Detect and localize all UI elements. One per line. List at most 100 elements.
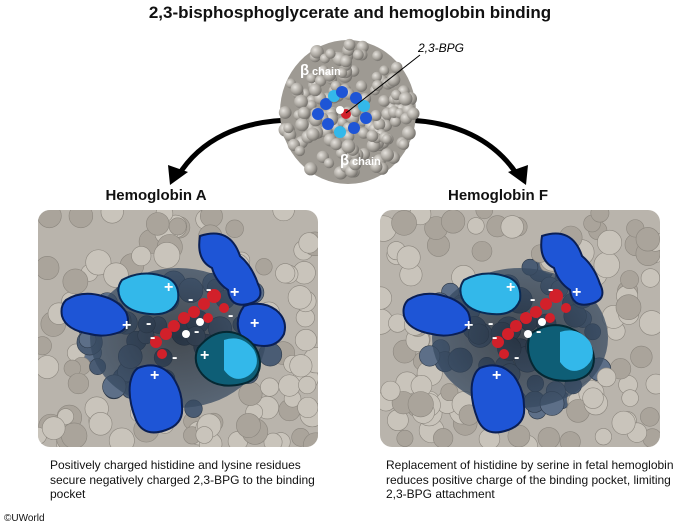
atom-sphere — [85, 249, 112, 276]
histidine-residue-right-lower — [194, 330, 262, 387]
positive-charges: + + + + + + — [122, 279, 259, 384]
atom-sphere — [380, 148, 394, 162]
caption-hemoglobin-f: Replacement of histidine by serine in fe… — [386, 458, 674, 501]
atom-sphere — [590, 210, 610, 223]
atom-sphere — [294, 94, 308, 109]
minus-charge: - — [492, 329, 497, 346]
atom-sphere — [500, 215, 524, 239]
negative-charges: - - - - - - - — [146, 281, 233, 366]
atom-sphere — [611, 410, 636, 435]
lysine-residue-left — [402, 292, 471, 337]
atom-sphere — [294, 145, 306, 157]
atom-sphere — [398, 91, 413, 106]
panel-hemoglobin-a: + + + + + + - - - - - - - — [38, 210, 318, 447]
atom-sphere — [330, 138, 343, 151]
atom-sphere — [297, 396, 318, 419]
chain-word: chain — [352, 156, 381, 168]
atom-sphere — [38, 355, 60, 379]
atom-sphere — [352, 49, 364, 61]
bpg-molecule — [150, 289, 229, 359]
atom-sphere — [398, 138, 410, 150]
atom-sphere — [289, 354, 313, 378]
binding-pocket-blue — [312, 86, 372, 138]
atom-sphere — [306, 73, 317, 84]
atom-sphere — [278, 374, 301, 397]
atom-sphere — [372, 79, 384, 91]
atom-sphere — [355, 80, 368, 92]
beta-symbol: β — [340, 152, 349, 169]
atom-sphere — [108, 427, 135, 447]
minus-charge: - — [146, 315, 151, 332]
serine-residue-right — [527, 324, 596, 382]
lysine-residue-top-right — [540, 232, 604, 306]
arrow-to-hemoglobin-f — [399, 117, 521, 178]
atom-sphere — [272, 210, 295, 222]
atom-sphere — [630, 345, 653, 369]
atom-sphere — [38, 336, 52, 356]
atom-sphere — [67, 372, 90, 395]
atom-sphere — [153, 242, 181, 269]
atom-sphere — [297, 106, 311, 119]
atom-sphere — [597, 229, 623, 255]
atom-sphere — [390, 115, 402, 127]
tetramer-structure — [278, 38, 421, 184]
lysine-residue-left — [60, 292, 129, 337]
atom-sphere — [88, 411, 113, 436]
atom-sphere — [295, 117, 309, 132]
atom-sphere — [195, 426, 214, 444]
atom-sphere — [343, 130, 355, 143]
atom-sphere — [41, 416, 66, 440]
atom-sphere — [304, 162, 318, 176]
atom-sphere — [373, 118, 386, 131]
bpg-label: 2,3-BPG — [417, 41, 464, 55]
atom-sphere — [309, 83, 322, 97]
atom-sphere — [287, 285, 312, 310]
atom-sphere — [283, 122, 294, 134]
atom-sphere — [640, 268, 660, 288]
atom-sphere — [366, 130, 379, 142]
plus-charge: + — [164, 279, 173, 296]
atom-sphere — [310, 45, 324, 59]
atom-sphere — [407, 391, 434, 418]
heading-hemoglobin-a: Hemoglobin A — [105, 187, 207, 204]
plus-charge: + — [250, 315, 259, 332]
plus-charge: + — [230, 284, 239, 301]
arrowhead-right-icon — [508, 165, 528, 185]
atom-sphere — [298, 375, 317, 395]
minus-charge: - — [206, 281, 211, 298]
plus-charge: + — [122, 317, 131, 334]
minus-charge: - — [548, 281, 553, 298]
atom-sphere — [146, 212, 170, 236]
binding-pocket-f-illustration: + + + + - - - - - - — [380, 210, 660, 447]
plus-charge: + — [492, 367, 501, 384]
lysine-residue-bottom — [128, 364, 184, 434]
atom-sphere — [263, 432, 283, 447]
atom-sphere — [260, 377, 280, 397]
atom-sphere — [638, 310, 660, 336]
atom-sphere — [407, 107, 420, 120]
atom-sphere — [372, 50, 383, 62]
atom-sphere — [635, 227, 660, 252]
lysine-residue-right — [236, 302, 286, 348]
atom-sphere — [640, 407, 660, 427]
minus-charge: - — [228, 307, 233, 324]
minus-charge: - — [172, 349, 177, 366]
atom-sphere — [475, 210, 494, 220]
plus-charge: + — [506, 279, 515, 296]
figure-title: 2,3-bisphosphoglycerate and hemoglobin b… — [148, 3, 552, 22]
minus-charge: - — [514, 349, 519, 366]
atom-sphere — [306, 100, 317, 111]
atom-sphere — [386, 72, 401, 87]
beta-chain-label-lower: β chain — [340, 152, 381, 169]
atom-sphere — [350, 106, 361, 117]
atom-sphere — [594, 428, 612, 446]
atom-sphere — [290, 82, 304, 96]
atom-sphere — [441, 210, 466, 234]
atom-sphere — [325, 48, 336, 59]
atom-sphere — [467, 217, 485, 235]
atom-sphere — [593, 251, 620, 279]
atom-sphere — [323, 157, 335, 169]
atom-sphere — [68, 210, 94, 229]
atom-sphere — [341, 139, 356, 154]
atom-sphere — [440, 383, 459, 402]
